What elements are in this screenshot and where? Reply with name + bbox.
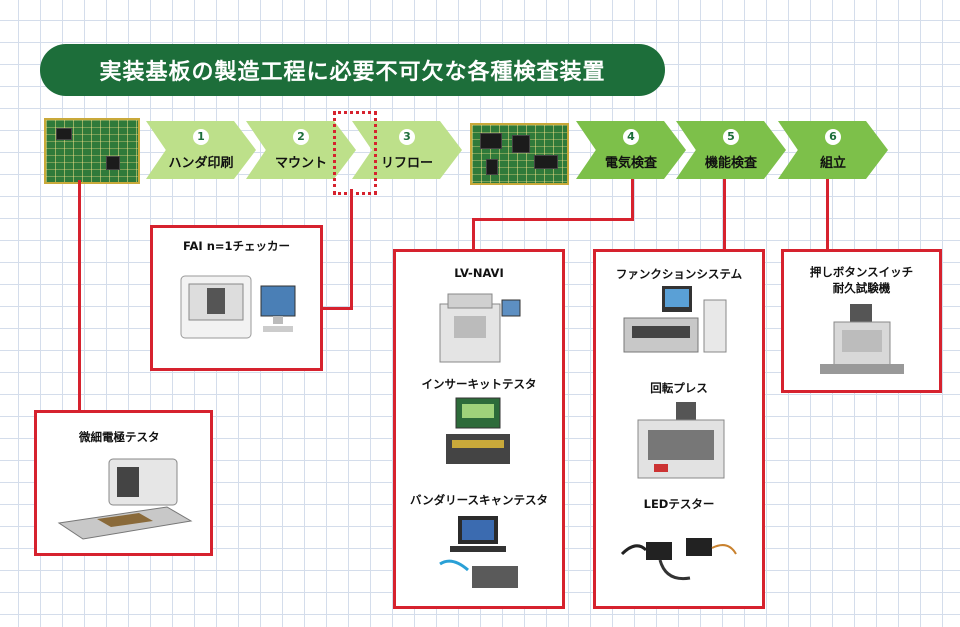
step-5-label: 機能検査 bbox=[704, 156, 757, 171]
micro-electrode-tester-image bbox=[57, 458, 193, 540]
micro-electrode-tester-label: 微細電極テスタ bbox=[79, 430, 160, 444]
page-title: 実装基板の製造工程に必要不可欠な各種検査装置 bbox=[40, 44, 665, 96]
step-4-label: 電気検査 bbox=[604, 156, 657, 171]
function-system-label: ファンクションシステム bbox=[615, 267, 743, 281]
push-button-label-1: 押しボタンスイッチ bbox=[809, 265, 914, 279]
in-circuit-tester-label: インサーキットテスタ bbox=[421, 377, 537, 391]
step-5-number: 5 bbox=[723, 129, 739, 145]
step-3-chevron: 3 リフロー bbox=[352, 121, 462, 179]
pcb-bare-image bbox=[44, 118, 140, 184]
fai-checker-image bbox=[180, 275, 296, 339]
push-button-tester-image bbox=[820, 304, 904, 374]
connector-step6-vertical bbox=[826, 179, 829, 251]
step-6-number: 6 bbox=[825, 129, 841, 145]
led-tester-image bbox=[620, 538, 737, 581]
step-6-label: 組立 bbox=[819, 156, 846, 171]
step-1-label: ハンダ印刷 bbox=[168, 156, 234, 171]
step-3-label: リフロー bbox=[380, 156, 433, 171]
connector-mount-vertical bbox=[350, 189, 353, 310]
step-5-chevron: 5 機能検査 bbox=[676, 121, 786, 179]
push-button-label-2: 耐久試験機 bbox=[832, 281, 891, 295]
step-4-number: 4 bbox=[623, 129, 639, 145]
lv-navi-image bbox=[439, 293, 521, 363]
lv-navi-label: LV-NAVI bbox=[454, 266, 504, 280]
in-circuit-tester-image bbox=[446, 397, 510, 464]
assembly-panel: 押しボタンスイッチ 耐久試験機 bbox=[781, 249, 942, 393]
connector-step5-vertical bbox=[723, 179, 726, 251]
rotary-press-label: 回転プレス bbox=[650, 381, 708, 395]
connector-mount-horizontal bbox=[320, 307, 353, 310]
boundary-scan-tester-image bbox=[439, 516, 518, 588]
connector-step4-vertical bbox=[631, 179, 634, 221]
connector-step4-down bbox=[472, 218, 475, 252]
fai-checker-label: FAI n=1チェッカー bbox=[182, 239, 291, 253]
micro-electrode-tester-panel: 微細電極テスタ bbox=[34, 410, 213, 556]
mount-reflow-highlight bbox=[333, 111, 377, 195]
step-3-number: 3 bbox=[399, 129, 415, 145]
electrical-inspection-panel: LV-NAVI インサーキットテスタ バンダリースキャンテスタ bbox=[393, 249, 565, 609]
function-system-image bbox=[623, 286, 727, 353]
step-1-number: 1 bbox=[193, 129, 209, 145]
pcb-assembled-image bbox=[470, 123, 569, 185]
functional-inspection-panel: ファンクションシステム 回転プレス LEDテスター bbox=[593, 249, 765, 609]
connector-pcb-to-micro bbox=[78, 180, 81, 412]
connector-step4-horizontal bbox=[472, 218, 634, 221]
rotary-press-image bbox=[637, 402, 725, 479]
boundary-scan-tester-label: バンダリースキャンテスタ bbox=[410, 493, 548, 507]
step-6-chevron: 6 組立 bbox=[778, 121, 888, 179]
step-2-label: マウント bbox=[274, 156, 327, 171]
step-4-chevron: 4 電気検査 bbox=[576, 121, 686, 179]
step-1-chevron: 1 ハンダ印刷 bbox=[146, 121, 256, 179]
fai-checker-panel: FAI n=1チェッカー bbox=[150, 225, 323, 371]
led-tester-label: LEDテスター bbox=[643, 497, 715, 511]
step-2-number: 2 bbox=[293, 129, 309, 145]
